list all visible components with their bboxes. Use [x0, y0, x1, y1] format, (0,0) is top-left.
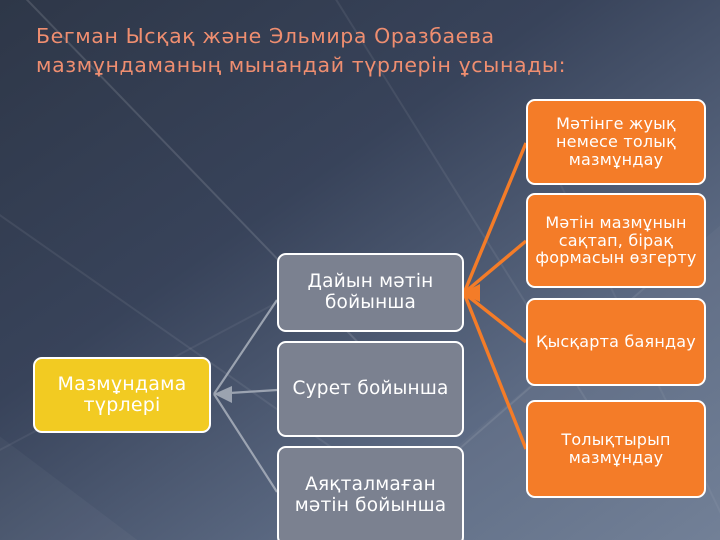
node-label: Қысқарта баяндау	[536, 332, 696, 352]
node-label: Толықтырып мазмұндау	[561, 430, 671, 467]
connector-root-branch-0	[213, 299, 278, 395]
node-label: Сурет бойынша	[292, 377, 449, 399]
node-label: Аяқталмаған мәтін бойынша	[294, 474, 447, 516]
connector-root-branch-1	[213, 388, 278, 396]
connector-arrowhead	[214, 386, 232, 403]
diagram-node-leaf-3[interactable]: Толықтырып мазмұндау	[526, 400, 706, 498]
diagram-node-branch-0[interactable]: Дайын мәтін бойынша	[277, 253, 464, 332]
connector-root-to-branches	[213, 299, 278, 493]
connector-root-branch-2	[213, 393, 278, 493]
node-label: Мәтінге жуық немесе толық мазмұндау	[556, 114, 676, 169]
node-label: Дайын мәтін бойынша	[307, 270, 434, 313]
diagram-node-branch-2[interactable]: Аяқталмаған мәтін бойынша	[277, 446, 464, 540]
background-shade	[0, 120, 299, 540]
connector-arrowhead	[462, 284, 480, 302]
connector-branch-leaf-3	[462, 292, 528, 450]
slide-title: Бегман Ысқақ және Эльмира Оразбаева мазм…	[36, 24, 567, 77]
node-label: Мәтін мазмұнын сақтап, бірақ формасын өз…	[535, 212, 697, 268]
connector-branch-to-leaves	[462, 142, 528, 450]
diagram-node-branch-1[interactable]: Сурет бойынша	[277, 341, 464, 437]
connector-branch-leaf-0	[462, 142, 528, 294]
diagram-node-leaf-1[interactable]: Мәтін мазмұнын сақтап, бірақ формасын өз…	[526, 193, 706, 288]
connector-branch-leaf-2	[462, 291, 528, 344]
node-label: Мазмұндама түрлері	[57, 372, 187, 416]
connector-branch-leaf-1	[462, 239, 528, 295]
diagram-node-leaf-0[interactable]: Мәтінге жуық немесе толық мазмұндау	[526, 99, 706, 185]
diagram-node-leaf-2[interactable]: Қысқарта баяндау	[526, 298, 706, 386]
diagram-node-root[interactable]: Мазмұндама түрлері	[33, 357, 211, 433]
